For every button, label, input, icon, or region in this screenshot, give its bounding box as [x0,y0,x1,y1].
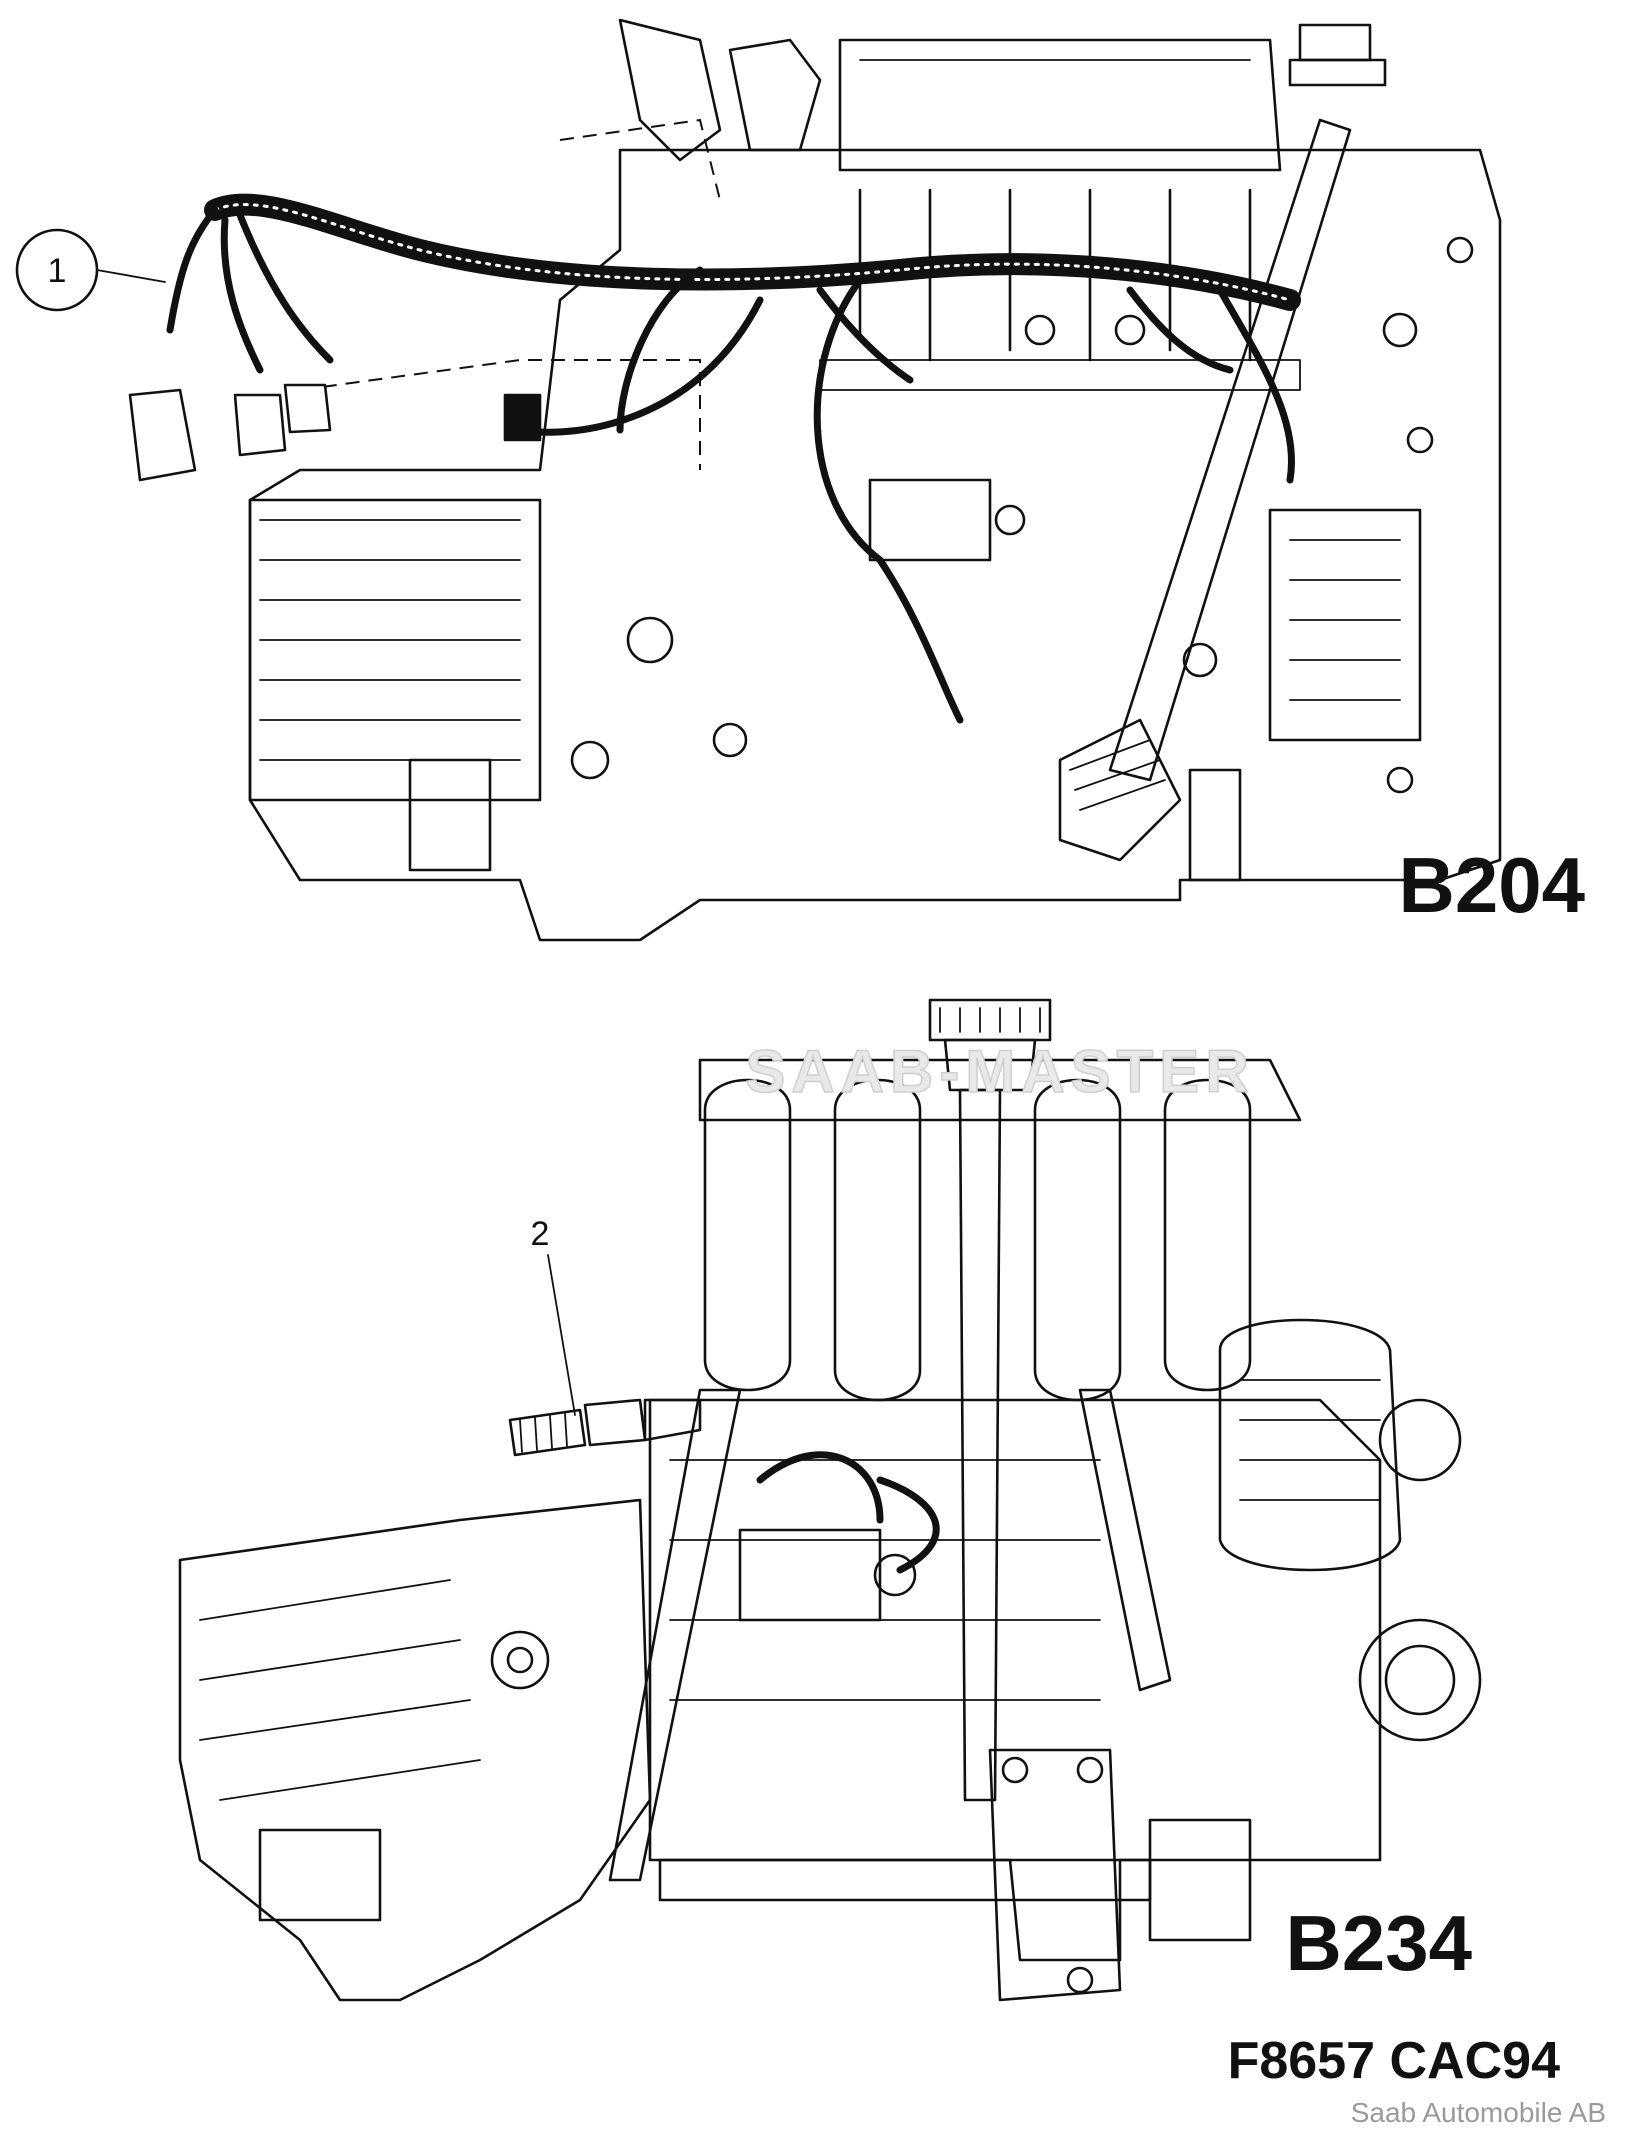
callout-1-label: 1 [48,252,67,290]
watermark-text: SAAB-MASTER [745,1038,1254,1105]
figure-reference: F8657 CAC94 [1228,2032,1560,2090]
engine-b234 [178,998,1482,2002]
copyright-text: Saab Automobile AB [1351,2097,1606,2128]
callout-2-label: 2 [531,1215,550,1253]
engine-b204 [15,18,1502,942]
engine-label-b204: B204 [1399,841,1585,929]
engine-label-b234: B234 [1286,1899,1472,1987]
